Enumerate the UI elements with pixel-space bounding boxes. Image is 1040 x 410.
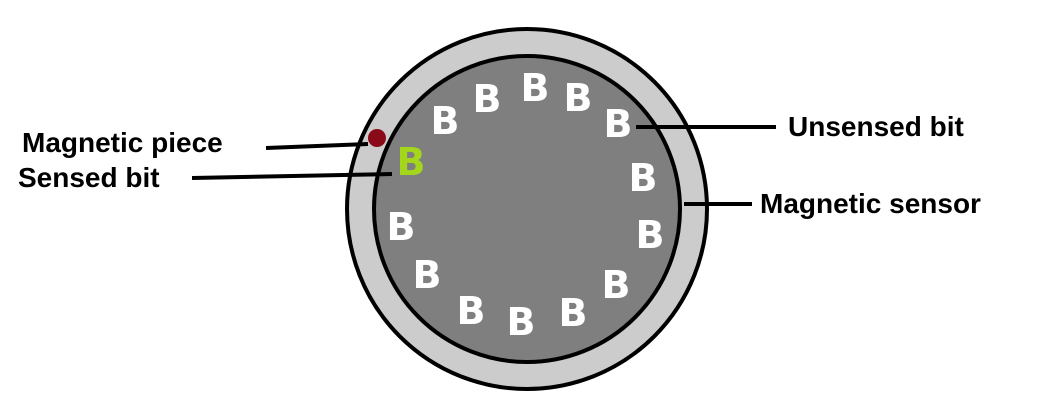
unsensed-bit: B	[387, 205, 416, 249]
unsensed-bit: B	[507, 300, 536, 344]
unsensed-bit: B	[636, 213, 665, 257]
bit-disc	[372, 54, 682, 364]
unsensed-bit: B	[521, 66, 550, 110]
unsensed-bit: B	[431, 99, 460, 143]
sensed-bit-label: Sensed bit	[18, 162, 160, 193]
unsensed-bit: B	[629, 156, 658, 200]
sensed-bit-leader	[191, 172, 393, 180]
unsensed-bit: B	[413, 253, 442, 297]
unsensed-bit-label: Unsensed bit	[788, 111, 964, 142]
magnetic-piece-label: Magnetic piece	[22, 127, 223, 158]
magnetic-piece-dot	[368, 129, 386, 147]
unsensed-bit: B	[473, 77, 502, 121]
unsensed-bit: B	[559, 291, 588, 335]
unsensed-bit: B	[564, 76, 593, 120]
magnetic-piece-leader	[265, 142, 369, 150]
unsensed-bit: B	[457, 289, 486, 333]
sensed-bit: B	[397, 140, 426, 184]
magnetic-sensor-label: Magnetic sensor	[760, 188, 981, 219]
unsensed-bit: B	[604, 102, 633, 146]
unsensed-bit: B	[602, 263, 631, 307]
